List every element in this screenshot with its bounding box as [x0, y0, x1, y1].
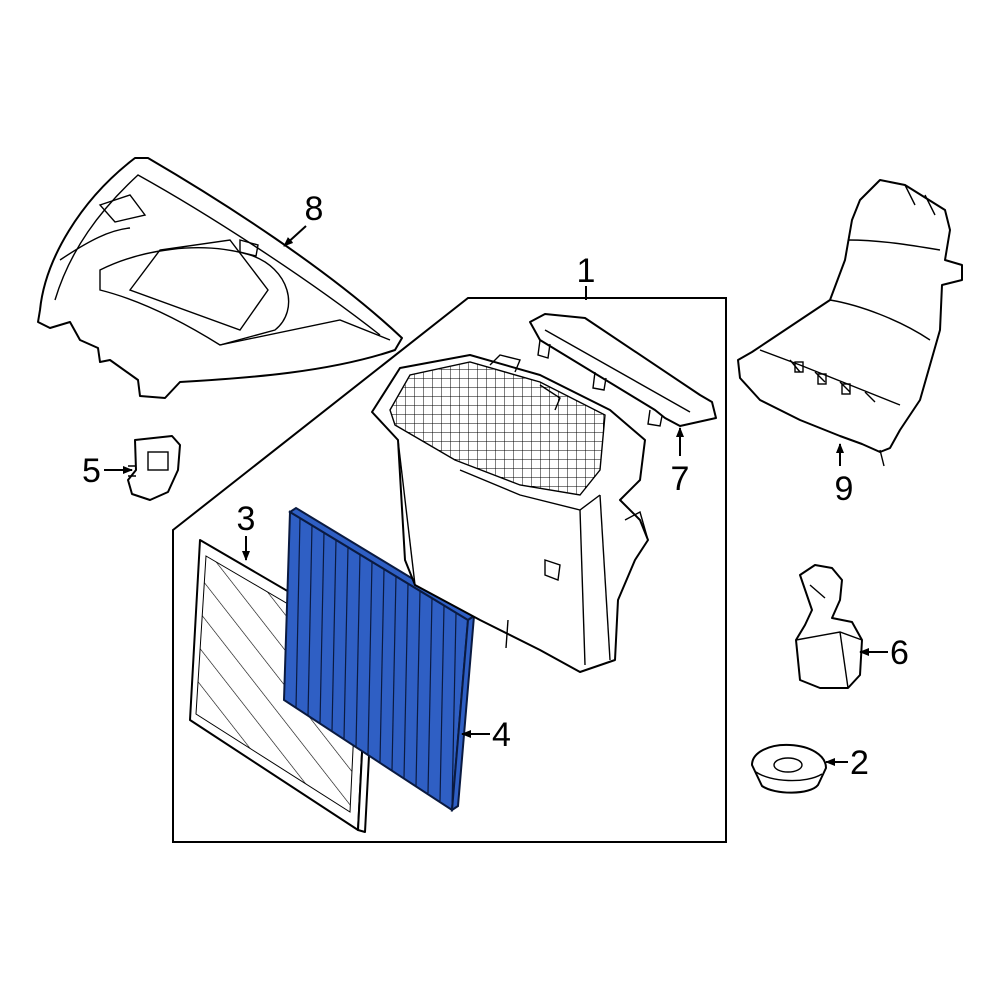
callout-8[interactable]: 8 [283, 190, 324, 247]
callout-label-5: 5 [82, 452, 101, 490]
callout-label-1: 1 [577, 252, 596, 290]
mount-bracket-part [795, 564, 863, 689]
air-cleaner-housing-part [371, 354, 649, 673]
callout-3[interactable]: 3 [237, 500, 256, 561]
callout-5[interactable]: 5 [82, 452, 133, 490]
upper-bracket-part [529, 313, 717, 427]
callout-label-3: 3 [237, 500, 256, 538]
callouts: 1 2 3 4 5 6 7 8 [82, 190, 909, 782]
grommet-part [751, 743, 827, 794]
clip-part [127, 435, 181, 501]
callout-1[interactable]: 1 [577, 252, 596, 300]
callout-2[interactable]: 2 [825, 744, 869, 782]
callout-4[interactable]: 4 [461, 716, 511, 754]
callout-8-arrow [283, 225, 307, 247]
callout-label-9: 9 [835, 470, 854, 508]
callout-label-8: 8 [305, 190, 324, 228]
callout-7[interactable]: 7 [671, 427, 690, 498]
callout-9[interactable]: 9 [835, 443, 854, 508]
cover-part [37, 157, 403, 399]
callout-label-2: 2 [850, 744, 869, 782]
callout-6[interactable]: 6 [859, 634, 909, 672]
assembly-group-boundary [172, 297, 727, 843]
callout-label-4: 4 [492, 716, 511, 754]
callout-label-7: 7 [671, 460, 690, 498]
callout-label-6: 6 [890, 634, 909, 672]
intake-duct-part [737, 179, 963, 467]
filter-element-highlighted-part [282, 506, 476, 812]
